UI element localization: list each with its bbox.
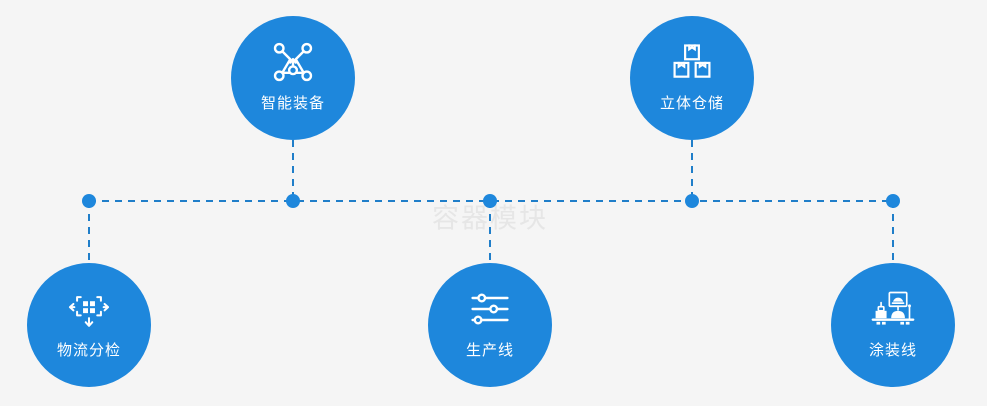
hub-dot-2[interactable] xyxy=(286,194,300,208)
node-label-production-line: 生产线 xyxy=(465,341,514,359)
paint-booth-icon xyxy=(871,287,915,331)
node-label-painting-line: 涂装线 xyxy=(868,341,917,359)
sliders-icon xyxy=(468,287,512,331)
node-label-smart-equipment: 智能装备 xyxy=(260,94,325,112)
hub-dot-3[interactable] xyxy=(483,194,497,208)
stacked-boxes-icon xyxy=(670,40,714,84)
node-production-line[interactable]: 生产线 xyxy=(428,263,552,387)
node-stereo-warehouse[interactable]: 立体仓储 xyxy=(630,16,754,140)
watermark-text: 容器模块 xyxy=(432,203,548,235)
hub-dot-1[interactable] xyxy=(82,194,96,208)
node-logistics-sorting[interactable]: 物流分检 xyxy=(27,263,151,387)
node-label-stereo-warehouse: 立体仓储 xyxy=(659,94,724,112)
network-nodes-icon xyxy=(271,40,315,84)
node-label-logistics-sorting: 物流分检 xyxy=(56,341,121,359)
hub-dot-5[interactable] xyxy=(886,194,900,208)
node-painting-line[interactable]: 涂装线 xyxy=(831,263,955,387)
sorting-arrows-icon xyxy=(67,287,111,331)
hub-dot-4[interactable] xyxy=(685,194,699,208)
node-smart-equipment[interactable]: 智能装备 xyxy=(231,16,355,140)
